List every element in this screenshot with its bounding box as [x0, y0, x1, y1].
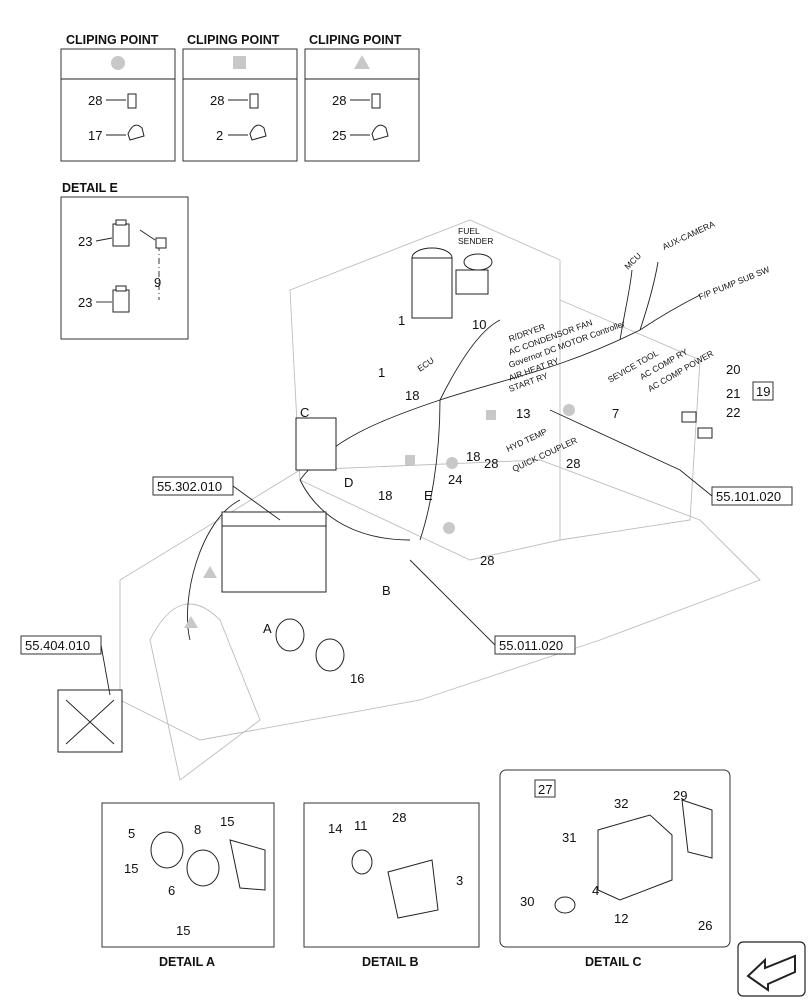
ref-55-404-010: 55.404.010 [25, 638, 90, 653]
callout-28c: 28 [480, 553, 494, 568]
square-clip-symbol [233, 56, 246, 69]
callout-18a: 18 [405, 388, 419, 403]
ref-55-101-020: 55.101.020 [716, 489, 781, 504]
detail-e-title: DETAIL E [62, 181, 118, 195]
callout-19: 19 [756, 384, 770, 399]
callout-b: B [382, 583, 391, 598]
detail-c-callout-12: 12 [614, 911, 628, 926]
detail-a-callout-15c: 15 [176, 923, 190, 938]
clip-panel-2-top-part: 28 [210, 93, 224, 108]
clip-panel-3-title: CLIPING POINT [309, 33, 402, 47]
detail-c-callout-29: 29 [673, 788, 687, 803]
detail-c-callout-4: 4 [592, 883, 599, 898]
fuel-sender-label-1: FUEL [458, 226, 480, 236]
callout-10: 10 [472, 317, 486, 332]
detail-c-callout-27: 27 [538, 782, 552, 797]
clip-panel-1-title: CLIPING POINT [66, 33, 159, 47]
clip-panel-3-bottom-part: 25 [332, 128, 346, 143]
detail-c-callout-26: 26 [698, 918, 712, 933]
callout-28a: 28 [484, 456, 498, 471]
callout-18c: 18 [378, 488, 392, 503]
callout-7: 7 [612, 406, 619, 421]
detail-e: DETAIL E 23 23 9 [60, 181, 189, 340]
callout-c: C [300, 405, 309, 420]
clip-panel-2: CLIPING POINT 28 2 [182, 33, 298, 162]
callout-16: 16 [350, 671, 364, 686]
detail-a-callout-5: 5 [128, 826, 135, 841]
label-fp-pump-sub-sw: F/P PUMP SUB SW [697, 264, 771, 302]
detail-c-callout-32: 32 [614, 796, 628, 811]
callout-1b: 1 [378, 365, 385, 380]
detail-b: DETAIL B 14 11 28 3 [303, 802, 480, 969]
detail-b-title: DETAIL B [362, 955, 418, 969]
callout-24: 24 [448, 472, 462, 487]
detail-c-callout-31: 31 [562, 830, 576, 845]
circle-clip-symbol [111, 56, 125, 70]
callout-22: 22 [726, 405, 740, 420]
callout-e: E [424, 488, 433, 503]
detail-e-callout-23a: 23 [78, 234, 92, 249]
callout-1a: 1 [398, 313, 405, 328]
clip-panel-1-bottom-part: 17 [88, 128, 102, 143]
detail-a-callout-15a: 15 [220, 814, 234, 829]
label-mcu: MCU [622, 251, 643, 272]
ref-55-302-010: 55.302.010 [157, 479, 222, 494]
detail-c: DETAIL C 27 32 29 31 30 4 12 26 [499, 769, 731, 969]
detail-b-callout-14: 14 [328, 821, 342, 836]
detail-e-callout-9: 9 [154, 275, 161, 290]
fuel-sender-label-2: SENDER [458, 236, 493, 246]
detail-a-callout-15b: 15 [124, 861, 138, 876]
callout-a: A [263, 621, 272, 636]
clip-panel-3: CLIPING POINT 28 25 [304, 33, 420, 162]
clip-panel-2-bottom-part: 2 [216, 128, 223, 143]
detail-a: DETAIL A 5 8 15 15 6 15 [101, 802, 275, 969]
label-aux-camera: AUX-CAMERA [661, 219, 717, 252]
callout-28b: 28 [566, 456, 580, 471]
ref-55-011-020: 55.011.020 [499, 638, 563, 653]
detail-e-callout-23b: 23 [78, 295, 92, 310]
detail-c-title: DETAIL C [585, 955, 641, 969]
detail-b-callout-11: 11 [354, 818, 368, 833]
callout-d: D [344, 475, 353, 490]
triangle-clip-symbol [354, 55, 370, 69]
detail-b-callout-3: 3 [456, 873, 463, 888]
clip-panel-1: CLIPING POINT 28 17 [60, 33, 176, 162]
next-page-arrow-button[interactable] [737, 941, 806, 997]
detail-a-title: DETAIL A [159, 955, 215, 969]
callout-13: 13 [516, 406, 530, 421]
detail-a-callout-6: 6 [168, 883, 175, 898]
detail-a-callout-8: 8 [194, 822, 201, 837]
label-ecu: ECU [415, 355, 435, 373]
detail-c-callout-30: 30 [520, 894, 534, 909]
callout-18b: 18 [466, 449, 480, 464]
clip-panel-2-title: CLIPING POINT [187, 33, 280, 47]
clip-panel-1-top-part: 28 [88, 93, 102, 108]
detail-b-callout-28: 28 [392, 810, 406, 825]
clip-panel-3-top-part: 28 [332, 93, 346, 108]
callout-21: 21 [726, 386, 740, 401]
next-page-arrow-icon [746, 954, 796, 992]
callout-20: 20 [726, 362, 740, 377]
